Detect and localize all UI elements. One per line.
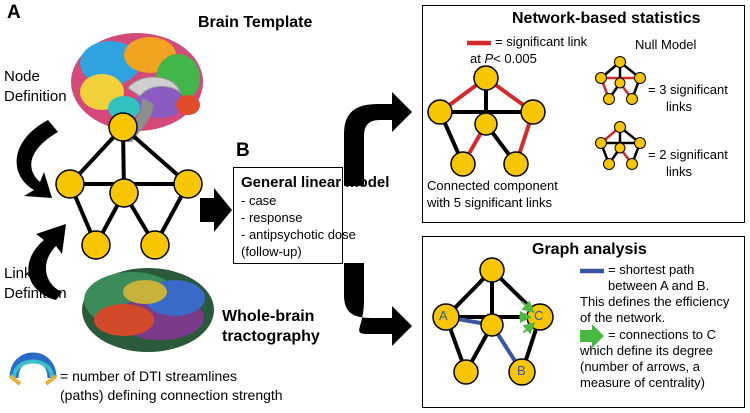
nbs-legend-at: at xyxy=(470,51,481,66)
component-line2: with 5 significant links xyxy=(427,195,552,210)
nbs-legend-line2: at P< 0.005 xyxy=(470,51,537,67)
link-definition-arrow xyxy=(28,224,67,300)
null2-line1: = 2 significant xyxy=(648,147,728,162)
node-label-c: C xyxy=(534,308,544,323)
node-label-b: B xyxy=(517,363,526,378)
tractography-image xyxy=(82,268,214,352)
network-a-node xyxy=(173,169,203,199)
network-a-node xyxy=(140,230,170,260)
brain-template-image xyxy=(71,33,203,142)
tractography-label-line2: tractography xyxy=(222,328,320,345)
streamlines-note-line2: (paths) defining connection strength xyxy=(60,387,283,403)
component-line1: Connected component xyxy=(427,178,558,193)
degree-line4: measure of centrality) xyxy=(580,375,705,390)
network-a-node xyxy=(81,230,111,260)
link-definition-line2: Definition xyxy=(4,285,67,302)
glm-item-dose: - antipsychotic dose xyxy=(241,227,356,242)
degree-line1: = connections to C xyxy=(608,327,717,342)
degree-line2: which define its degree xyxy=(580,343,713,358)
glm-item-case: - case xyxy=(241,193,277,208)
null-model-label: Null Model xyxy=(635,37,697,52)
brain-template-label: Brain Template xyxy=(198,14,313,31)
streamlines-note-line1: = number of DTI streamlines xyxy=(60,368,238,384)
arrow-to-glm xyxy=(200,188,232,232)
glm-title: General linear model xyxy=(241,174,390,191)
panel-a-letter: A xyxy=(7,2,21,23)
network-a-node xyxy=(55,169,85,199)
nbs-title: Network-based statistics xyxy=(512,10,701,27)
network-a xyxy=(55,112,203,260)
glm-item-followup: (follow-up) xyxy=(241,244,302,259)
tractography-label-line1: Whole-brain xyxy=(222,308,315,325)
node-definition-line2: Definition xyxy=(4,88,67,105)
node-definition-line1: Node xyxy=(4,68,40,85)
degree-line3: (number of arrows, a xyxy=(580,359,700,374)
null1-line1: = 3 significant xyxy=(648,82,728,97)
node-label-a: A xyxy=(439,308,448,323)
shortest-path-line4: of the network. xyxy=(580,310,666,325)
glm-box xyxy=(233,167,343,264)
arrow-to-nbs xyxy=(344,92,412,186)
network-a-node xyxy=(108,112,138,142)
node-definition-arrow xyxy=(16,120,58,198)
arrow-to-graph xyxy=(344,263,412,346)
nbs-legend-line1: = significant link xyxy=(495,34,588,49)
nbs-legend-p: P xyxy=(484,51,494,66)
nbs-legend-p-value: < 0.005 xyxy=(493,51,537,66)
panel-b-letter: B xyxy=(236,140,250,161)
graph-title: Graph analysis xyxy=(532,241,647,258)
shortest-path-line3: This defines the efficiency xyxy=(580,294,730,309)
null1-line2: links xyxy=(666,99,693,114)
null2-line2: links xyxy=(666,164,693,179)
shortest-path-line1: = shortest path xyxy=(608,262,695,277)
link-definition-line1: Link xyxy=(4,265,32,282)
glm-item-response: - response xyxy=(241,210,303,225)
streamline-icon xyxy=(8,352,58,386)
network-a-node xyxy=(109,178,139,208)
shortest-path-line2: between A and B. xyxy=(608,278,710,293)
